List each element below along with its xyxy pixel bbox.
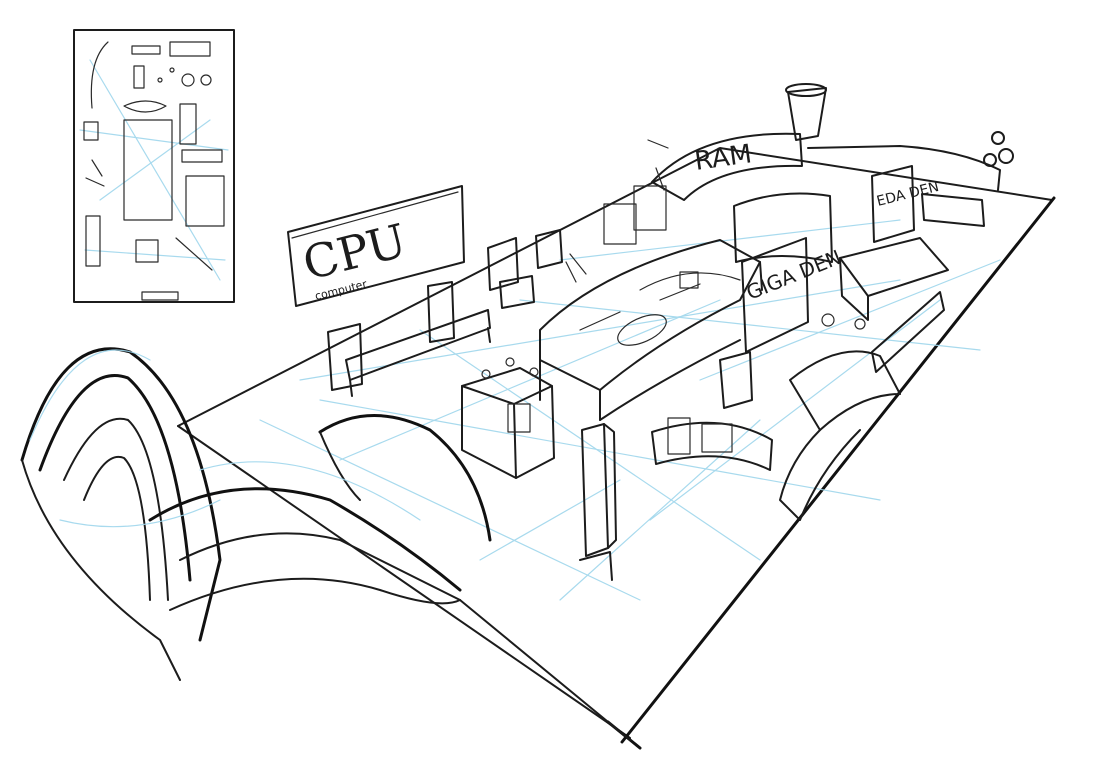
cpu-section: CPU computer xyxy=(287,185,491,397)
floor-platform xyxy=(177,147,1056,750)
eda-den-section: EDA DEN xyxy=(733,131,1014,263)
central-stage xyxy=(539,239,763,421)
entrance-arch xyxy=(20,347,492,681)
plant-kiosk xyxy=(461,357,555,479)
giga-den-sign-text: GIGA DEN xyxy=(743,245,845,305)
right-lounge xyxy=(779,237,949,521)
floor-plan-thumbnail xyxy=(73,29,235,303)
standing-pillar xyxy=(579,423,617,581)
guide-lines xyxy=(259,219,1001,601)
giga-den-sign: GIGA DEN xyxy=(741,237,845,353)
back-left-displays xyxy=(487,229,587,309)
ram-section: RAM xyxy=(603,83,827,245)
front-right-exhibit xyxy=(651,351,773,471)
